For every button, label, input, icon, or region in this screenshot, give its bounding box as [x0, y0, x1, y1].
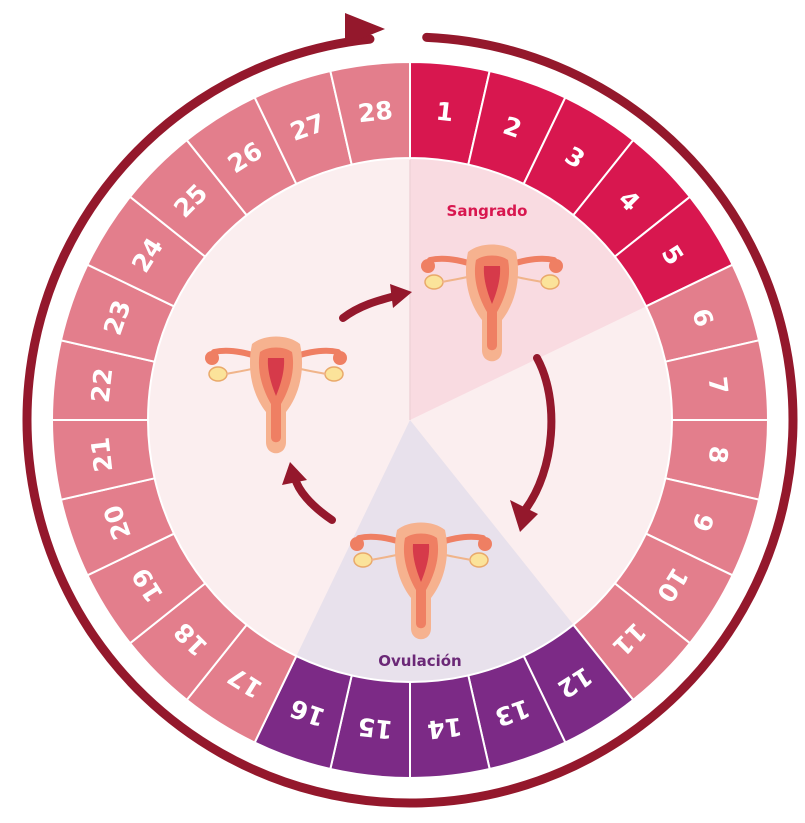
ovulation-label: Ovulación — [378, 652, 462, 670]
day-label-1: 1 — [434, 97, 455, 128]
day-label-21: 21 — [86, 436, 119, 474]
day-label-15: 15 — [356, 712, 394, 745]
day-label-22: 22 — [86, 366, 119, 404]
bleeding-label: Sangrado — [447, 202, 528, 220]
day-label-28: 28 — [356, 96, 394, 129]
day-label-14: 14 — [426, 712, 464, 745]
day-label-8: 8 — [703, 444, 734, 465]
day-label-7: 7 — [703, 375, 734, 396]
